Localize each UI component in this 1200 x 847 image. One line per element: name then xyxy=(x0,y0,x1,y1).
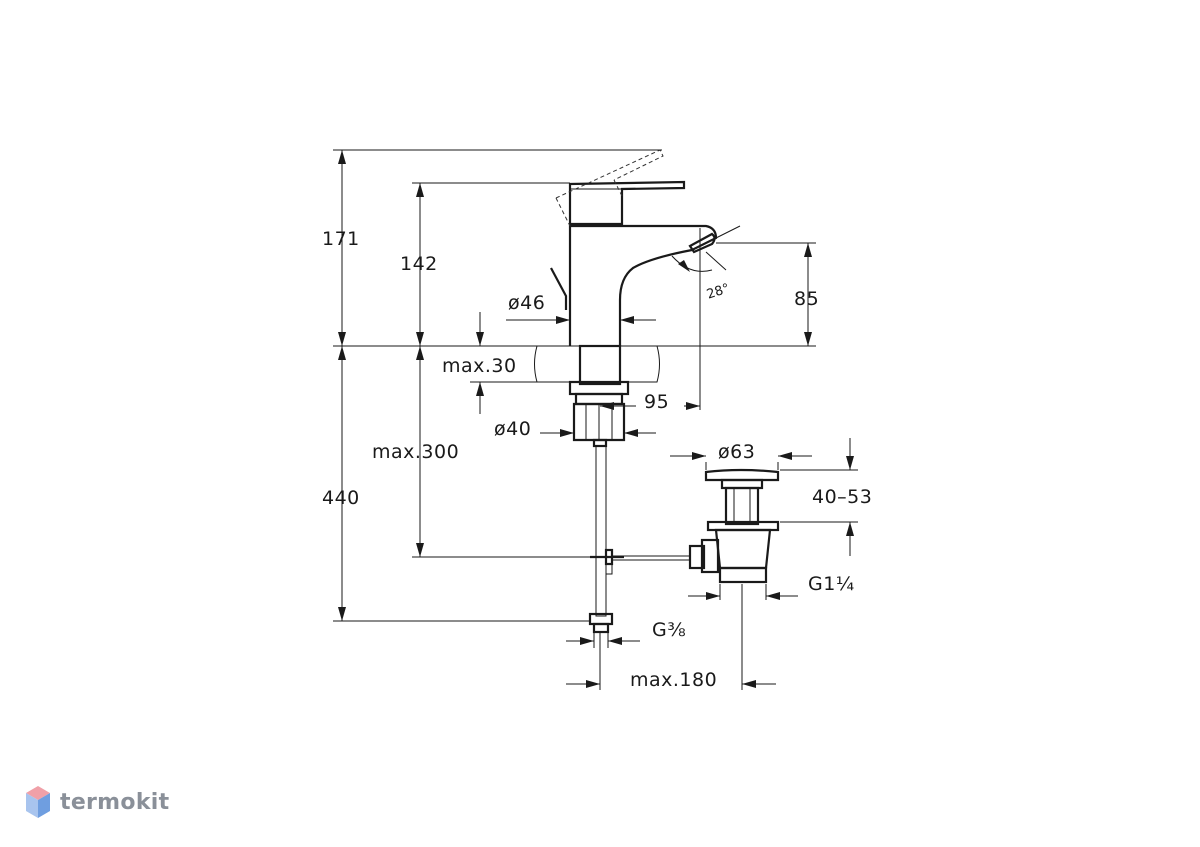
termokit-brand-text: termokit xyxy=(60,789,170,815)
dim-label-waste-thread: G1¼ xyxy=(808,573,855,595)
flexible-hose xyxy=(588,445,614,634)
dimension-lines xyxy=(333,149,858,690)
pop-up-lever xyxy=(550,267,568,310)
pop-up-waste xyxy=(688,468,780,584)
dim-label-hose-thread: G⅜ xyxy=(652,619,686,641)
dim-label-spout-angle: 28° xyxy=(705,281,732,302)
dim-label-deck-thickness: max.30 xyxy=(442,355,517,377)
termokit-cube-icon xyxy=(26,786,50,818)
shank xyxy=(568,344,630,448)
dim-label-total-height: 171 xyxy=(322,228,360,250)
dim-label-shank-diameter: ø40 xyxy=(494,418,531,440)
pop-up-rod xyxy=(590,548,690,575)
dim-label-below-deck: 440 xyxy=(322,487,360,509)
dim-label-waste-diameter: ø63 xyxy=(718,441,755,463)
aerator xyxy=(688,232,716,254)
dim-label-spout-height: 85 xyxy=(794,288,819,310)
countertop-section xyxy=(534,345,660,383)
lever-handle-open-outline xyxy=(555,149,664,227)
dim-label-spout-reach: 95 xyxy=(644,391,669,413)
dim-label-hose-max: max.300 xyxy=(372,441,459,463)
dim-label-rod-max: max.180 xyxy=(630,669,717,691)
termokit-watermark: termokit xyxy=(24,782,169,822)
faucet-body xyxy=(568,224,718,346)
dim-label-height-142: 142 xyxy=(400,253,438,275)
dim-label-body-diameter: ø46 xyxy=(508,292,545,314)
dim-label-waste-range: 40–53 xyxy=(812,486,872,508)
lever-handle xyxy=(568,180,686,226)
